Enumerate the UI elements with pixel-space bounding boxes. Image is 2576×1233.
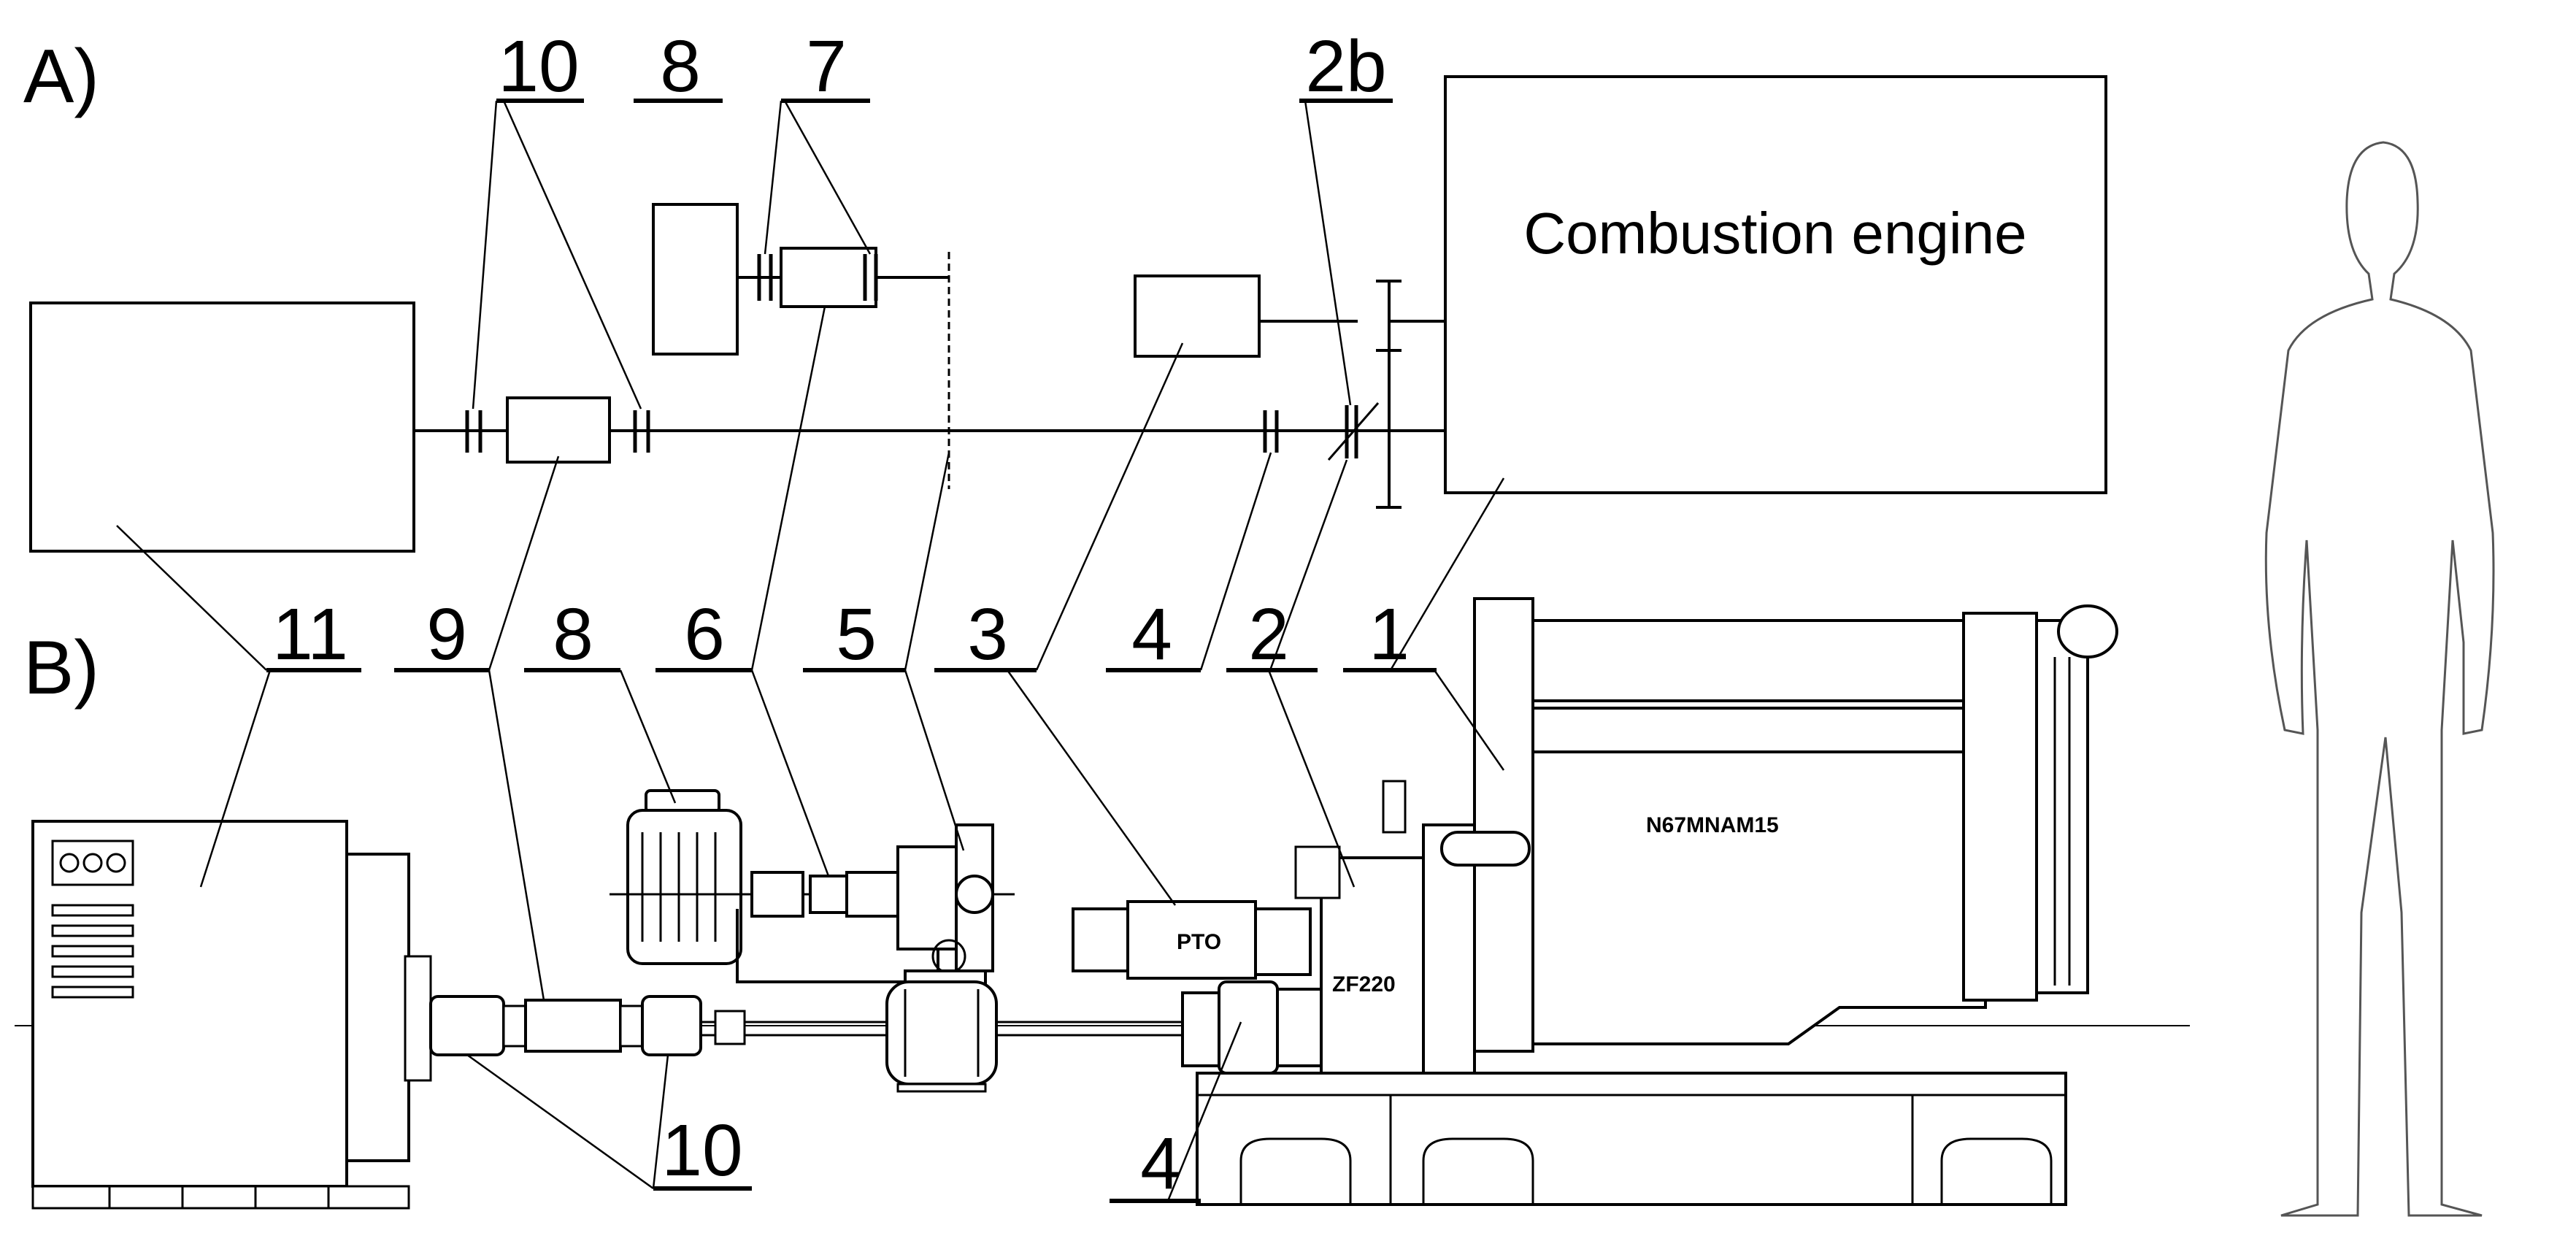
svg-text:3: 3 — [967, 594, 1008, 675]
combustion-engine-block — [1444, 75, 2107, 494]
svg-text:6: 6 — [684, 594, 725, 675]
gearbox-drawing: ZF220 — [1294, 780, 1476, 1104]
shaft-train-left — [429, 995, 898, 1056]
label-b-6: 6 — [655, 306, 830, 877]
combustion-engine-drawing: N67MNAM15 — [1440, 597, 2118, 1053]
label-b-10: 10 — [466, 1053, 752, 1191]
svg-text:10: 10 — [498, 26, 579, 107]
pto-block-a — [1134, 274, 1261, 358]
label-b-1: 1 — [1343, 477, 1505, 771]
torque-meter-upper — [780, 247, 877, 308]
label-b-9: 9 — [394, 456, 560, 1001]
coupling-upper-right — [863, 254, 878, 301]
shaft-train-right — [996, 980, 1323, 1075]
label-a-7: 7 — [764, 26, 872, 255]
label-b-5: 5 — [803, 452, 965, 851]
drawing-b: B) — [15, 141, 2495, 1217]
human-silhouette — [2264, 141, 2495, 1217]
coupling-upper-left — [757, 254, 773, 301]
svg-text:8: 8 — [553, 594, 593, 675]
svg-text:8: 8 — [660, 26, 701, 107]
label-b-3: 3 — [934, 342, 1184, 906]
svg-text:11: 11 — [272, 594, 348, 675]
label-a-10: 10 — [472, 26, 642, 410]
coupling-4-a — [1263, 410, 1279, 453]
coupling-right-a — [633, 410, 650, 453]
label-b-2: 2 — [1226, 459, 1356, 888]
electric-machine-drawing — [31, 820, 432, 1210]
pto-marking: PTO — [1177, 930, 1221, 954]
combustion-engine-label: Combustion engine — [1523, 201, 2026, 266]
schematic-a: A) — [23, 26, 2107, 553]
base-frame — [1196, 1072, 2067, 1206]
engine-model-marking: N67MNAM15 — [1646, 813, 1779, 837]
label-b-4: 4 — [1106, 452, 1272, 675]
label-a-2b: 2b — [1299, 26, 1393, 406]
clutch-2b — [1327, 402, 1380, 461]
label-a-8: 8 — [634, 26, 723, 107]
electric-machine-block — [29, 301, 415, 553]
svg-text:2b: 2b — [1305, 26, 1386, 107]
svg-text:9: 9 — [426, 594, 467, 675]
section-a-label: A) — [23, 34, 99, 119]
gearbox-marking: ZF220 — [1332, 972, 1396, 996]
svg-text:10: 10 — [661, 1110, 742, 1191]
svg-text:5: 5 — [836, 594, 877, 675]
torque-meter-block-a — [506, 396, 611, 464]
brake-frame-drawing — [610, 789, 1015, 1093]
label-b-11: 11 — [116, 525, 361, 888]
svg-text:7: 7 — [806, 26, 847, 107]
svg-text:1: 1 — [1369, 594, 1410, 675]
pto-drawing: PTO — [1072, 900, 1312, 980]
section-b-label: B) — [23, 626, 99, 710]
brake-block-a — [652, 203, 739, 356]
svg-text:4: 4 — [1131, 594, 1172, 675]
svg-text:4: 4 — [1140, 1123, 1181, 1205]
label-b-8: 8 — [524, 594, 677, 804]
label-b-4-lower: 4 — [1110, 1021, 1242, 1205]
gear-stage-a — [1376, 280, 1445, 509]
coupling-left-a — [465, 410, 482, 453]
